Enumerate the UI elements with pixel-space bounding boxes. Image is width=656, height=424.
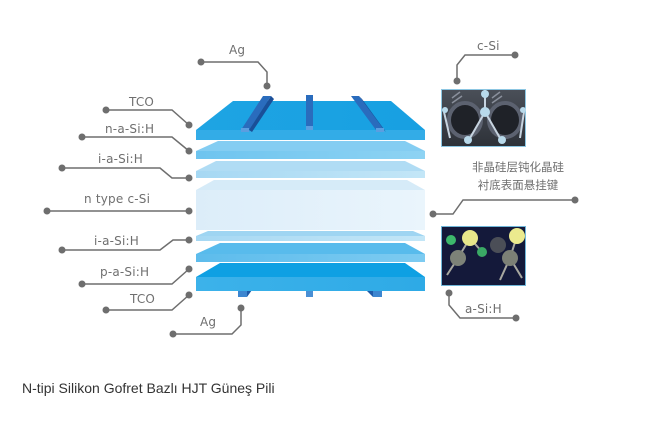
layer-n-a-si-h	[196, 141, 425, 159]
layer-i-a-si-h-top	[196, 161, 425, 178]
layer-p-a-si-h	[196, 243, 425, 262]
label-ag-top: Ag	[229, 43, 246, 57]
label-p-a-si-h: p-a-Si:H	[100, 265, 150, 279]
passivation-note-line2: 衬底表面悬挂键	[477, 178, 559, 192]
label-n-type-c-si: n type c-Si	[84, 192, 151, 206]
label-i-a-si-h-bottom: i-a-Si:H	[94, 234, 139, 248]
right-connector-dots	[429, 51, 579, 322]
layer-n-type-c-si	[196, 180, 425, 230]
left-connectors	[47, 61, 268, 335]
label-tco-top: TCO	[129, 95, 155, 109]
right-connectors	[433, 54, 575, 319]
c-si-micrograph	[441, 89, 526, 147]
passivation-note: 非晶硅层钝化晶硅 衬底表面悬挂键	[448, 158, 588, 194]
layer-tco-bottom	[196, 263, 425, 291]
bottom-electrodes	[238, 290, 382, 297]
label-a-si-h: a-Si:H	[465, 302, 502, 316]
label-n-a-si-h: n-a-Si:H	[105, 122, 155, 136]
label-i-a-si-h-top: i-a-Si:H	[98, 152, 143, 166]
top-electrodes	[241, 95, 386, 132]
label-ag-bottom: Ag	[200, 315, 217, 329]
label-c-si: c-Si	[477, 39, 500, 53]
label-tco-bottom: TCO	[130, 292, 156, 306]
figure-caption: N-tipi Silikon Gofret Bazlı HJT Güneş Pi…	[22, 380, 275, 396]
a-si-h-micrograph	[441, 226, 526, 286]
left-connector-dots	[43, 58, 271, 338]
layer-i-a-si-h-bottom	[196, 231, 425, 241]
passivation-note-line1: 非晶硅层钝化晶硅	[472, 160, 564, 174]
